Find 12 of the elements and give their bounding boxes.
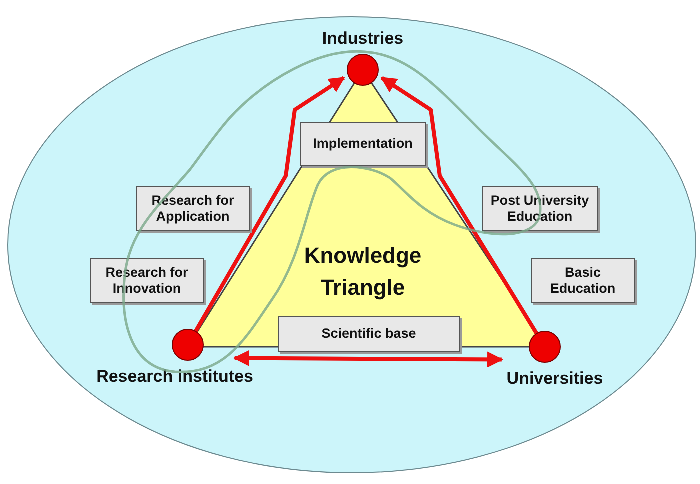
triangle-title: Knowledge Triangle [303,242,423,302]
arrow [380,76,540,337]
arrow [233,350,504,368]
process-box: Basic Education [531,258,635,303]
process-box: Scientific base [278,316,460,352]
node-label: Research institutes [96,366,254,388]
node-label: Universities [506,368,604,390]
process-box: Post University Education [482,186,598,231]
node-label: Industries [321,28,405,50]
process-box: Research for Application [136,186,250,231]
process-box: Research for Innovation [90,258,204,303]
arrow [192,76,346,335]
